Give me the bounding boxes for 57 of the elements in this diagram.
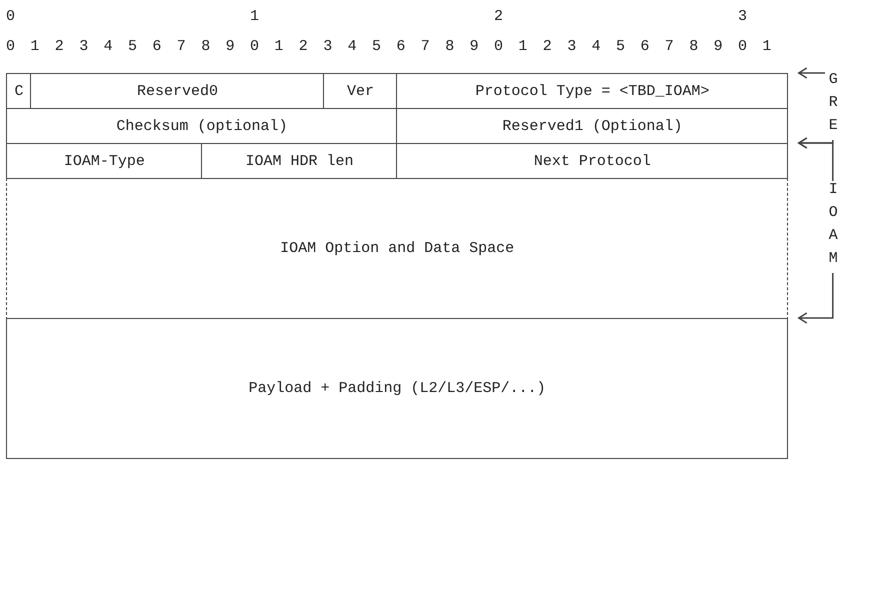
bit-ruler-number: 9 [714, 38, 724, 55]
bit-ruler-number: 1 [274, 38, 284, 55]
field-name: IOAM-Type [64, 152, 145, 170]
variable-data-field [6, 178, 788, 320]
bit-ruler-number: 5 [128, 38, 138, 55]
next-protocol-field [396, 143, 788, 180]
field-name: Ver [347, 82, 374, 100]
bit-ruler-number: 2 [54, 38, 65, 55]
bit-ruler-number: 4 [592, 38, 602, 55]
bit-ruler-number: 6 [396, 38, 406, 55]
bit-ruler-number: 1 [518, 38, 528, 55]
bit-ruler-number: 7 [176, 38, 187, 55]
bit-ruler-number: 0 [6, 8, 16, 25]
bit-ruler-number: 0 [6, 38, 16, 55]
bit-ruler-number: 2 [542, 38, 553, 55]
bit-ruler-number: 2 [494, 8, 504, 25]
bit-ruler-number: 7 [664, 38, 675, 55]
bit-ruler-number: 8 [201, 38, 212, 55]
bit-ruler-number: 6 [640, 38, 650, 55]
reserved-field [30, 73, 325, 110]
field-name: IOAM Option and Data Space [280, 240, 514, 258]
type-field [6, 143, 203, 180]
bit-ruler-number: 5 [372, 38, 382, 55]
bit-ruler-number: 9 [470, 38, 480, 55]
bit-ruler-number: 6 [152, 38, 162, 55]
bit-ruler-number: 9 [226, 38, 236, 55]
bit-ruler-number: 5 [616, 38, 626, 55]
bit-ruler-number: 2 [298, 38, 309, 55]
payload-field [6, 318, 788, 458]
length-field [201, 143, 398, 180]
field-name: C [14, 82, 24, 100]
bit-ruler-number: 1 [762, 38, 772, 55]
field-name: Reserved1 (Optional) [502, 118, 682, 135]
bit-ruler-number: 3 [79, 38, 90, 55]
bit-ruler-number: 8 [445, 38, 456, 55]
checksum-field [6, 108, 398, 144]
field-name: IOAM HDR len [246, 152, 354, 170]
bit-ruler-number: 1 [250, 8, 260, 25]
bit-ruler-number: 7 [420, 38, 431, 55]
protocol-type-field [396, 73, 788, 110]
bit-ruler-number: 4 [348, 38, 358, 55]
version-field [323, 73, 398, 110]
reserved-field [396, 108, 788, 144]
field-name: Checksum (optional) [116, 118, 288, 135]
bit-ruler-number: 1 [30, 38, 40, 55]
bit-ruler-number: 0 [738, 38, 748, 55]
bit-ruler-number: 8 [689, 38, 700, 55]
bit-ruler-number: 4 [104, 38, 114, 55]
field-name: Payload + Padding (L2/L3/ESP/...) [248, 380, 546, 397]
field-name: Next Protocol [534, 152, 651, 170]
field-name: Protocol Type = <TBD_IOAM> [475, 82, 710, 100]
bit-ruler-number: 0 [250, 38, 260, 55]
field-name: Reserved0 [137, 82, 218, 100]
bit-ruler-number: 3 [567, 38, 578, 55]
bit-ruler-number: 0 [494, 38, 504, 55]
bit-ruler-number: 3 [738, 8, 748, 25]
bit-ruler-number: 3 [323, 38, 334, 55]
